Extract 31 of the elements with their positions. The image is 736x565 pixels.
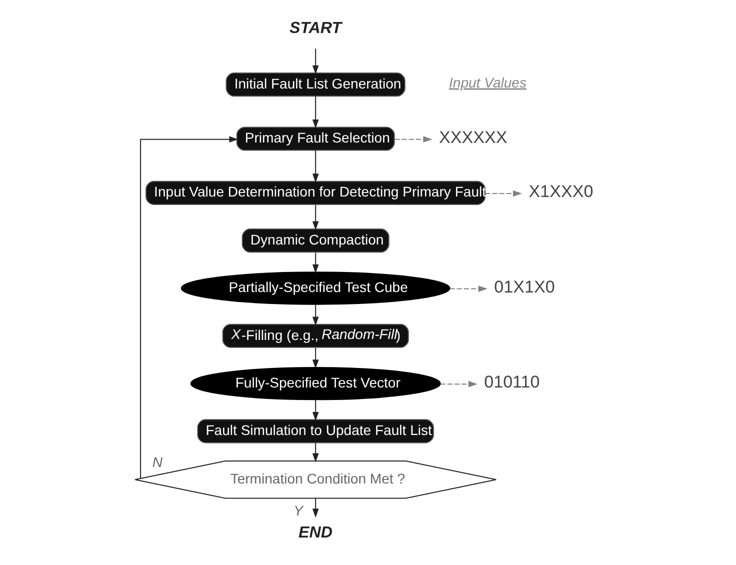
arrow xyxy=(312,348,318,369)
arrow xyxy=(312,48,318,74)
arrow xyxy=(312,498,318,518)
node-box: Primary Fault Selection xyxy=(236,126,394,151)
node-text: START xyxy=(289,19,342,38)
node-ellipse: Partially-Specified Test Cube xyxy=(180,272,450,305)
node-text: XXXXXX xyxy=(438,128,507,147)
arrow xyxy=(312,96,318,129)
arrow xyxy=(394,136,432,142)
node-ellipse: Fully-Specified Test Vector xyxy=(190,366,440,400)
node-box: Initial Fault List Generation xyxy=(225,72,405,97)
arrow xyxy=(440,380,477,388)
arrow xyxy=(312,400,318,422)
node-box: X-Filling (e.g., Random-Fill) xyxy=(222,324,408,348)
arrow xyxy=(449,286,487,292)
arrow xyxy=(312,204,318,230)
arrow xyxy=(484,190,522,197)
node-text: X1XXX0 xyxy=(528,182,593,202)
node-text: 010110 xyxy=(484,372,540,392)
label: Input Values xyxy=(448,74,526,90)
node-box: Fault Simulation to Update Fault List xyxy=(196,419,434,444)
arrow xyxy=(312,442,318,462)
arrow xyxy=(312,150,318,183)
arrow xyxy=(312,304,318,326)
arrow xyxy=(312,252,318,274)
edge-label: Y xyxy=(293,502,303,518)
node-text: END xyxy=(298,523,332,542)
node-text: 01X1X0 xyxy=(494,277,554,296)
node-box: Dynamic Compaction xyxy=(241,228,389,253)
node-box: Input Value Determination for Detecting Primary Fault xyxy=(145,180,486,205)
arrow xyxy=(140,136,238,478)
